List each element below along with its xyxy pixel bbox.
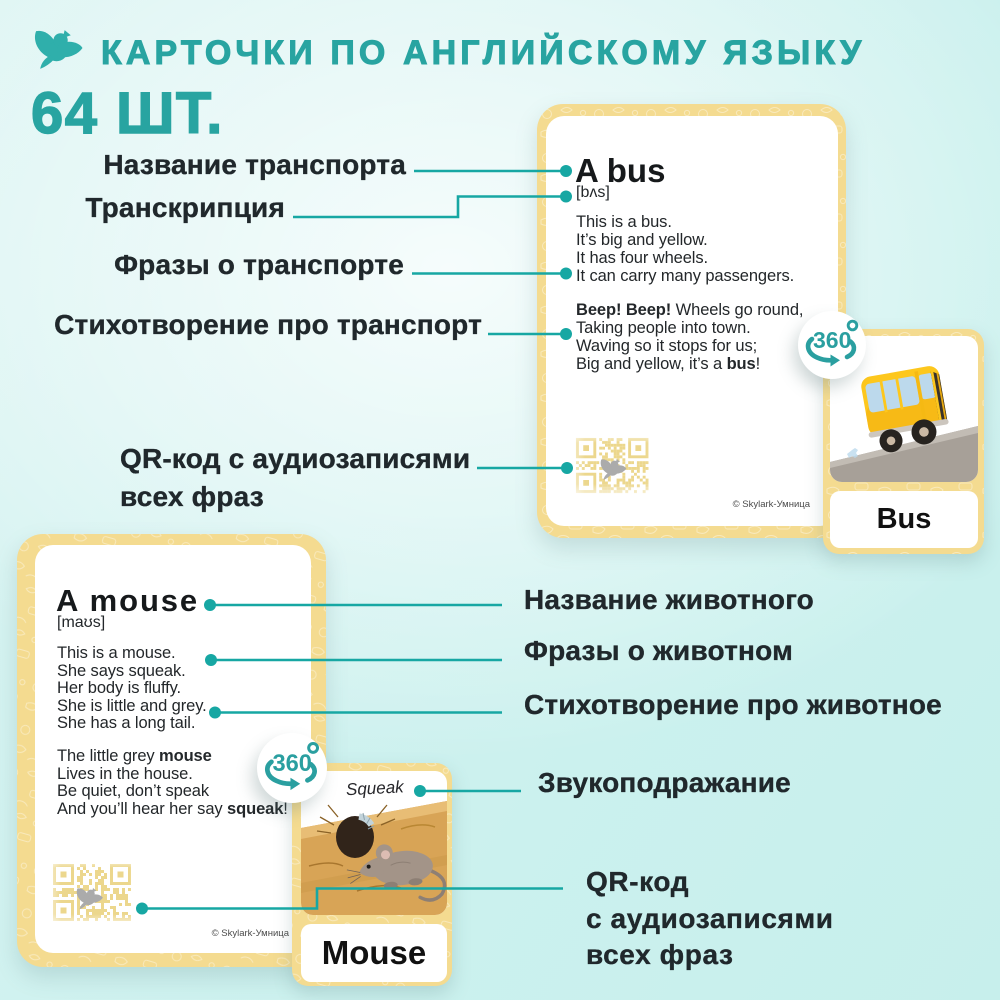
svg-text:360: 360 (272, 751, 311, 777)
svg-text:360: 360 (813, 327, 851, 353)
svg-text:Squeak: Squeak (346, 777, 406, 799)
